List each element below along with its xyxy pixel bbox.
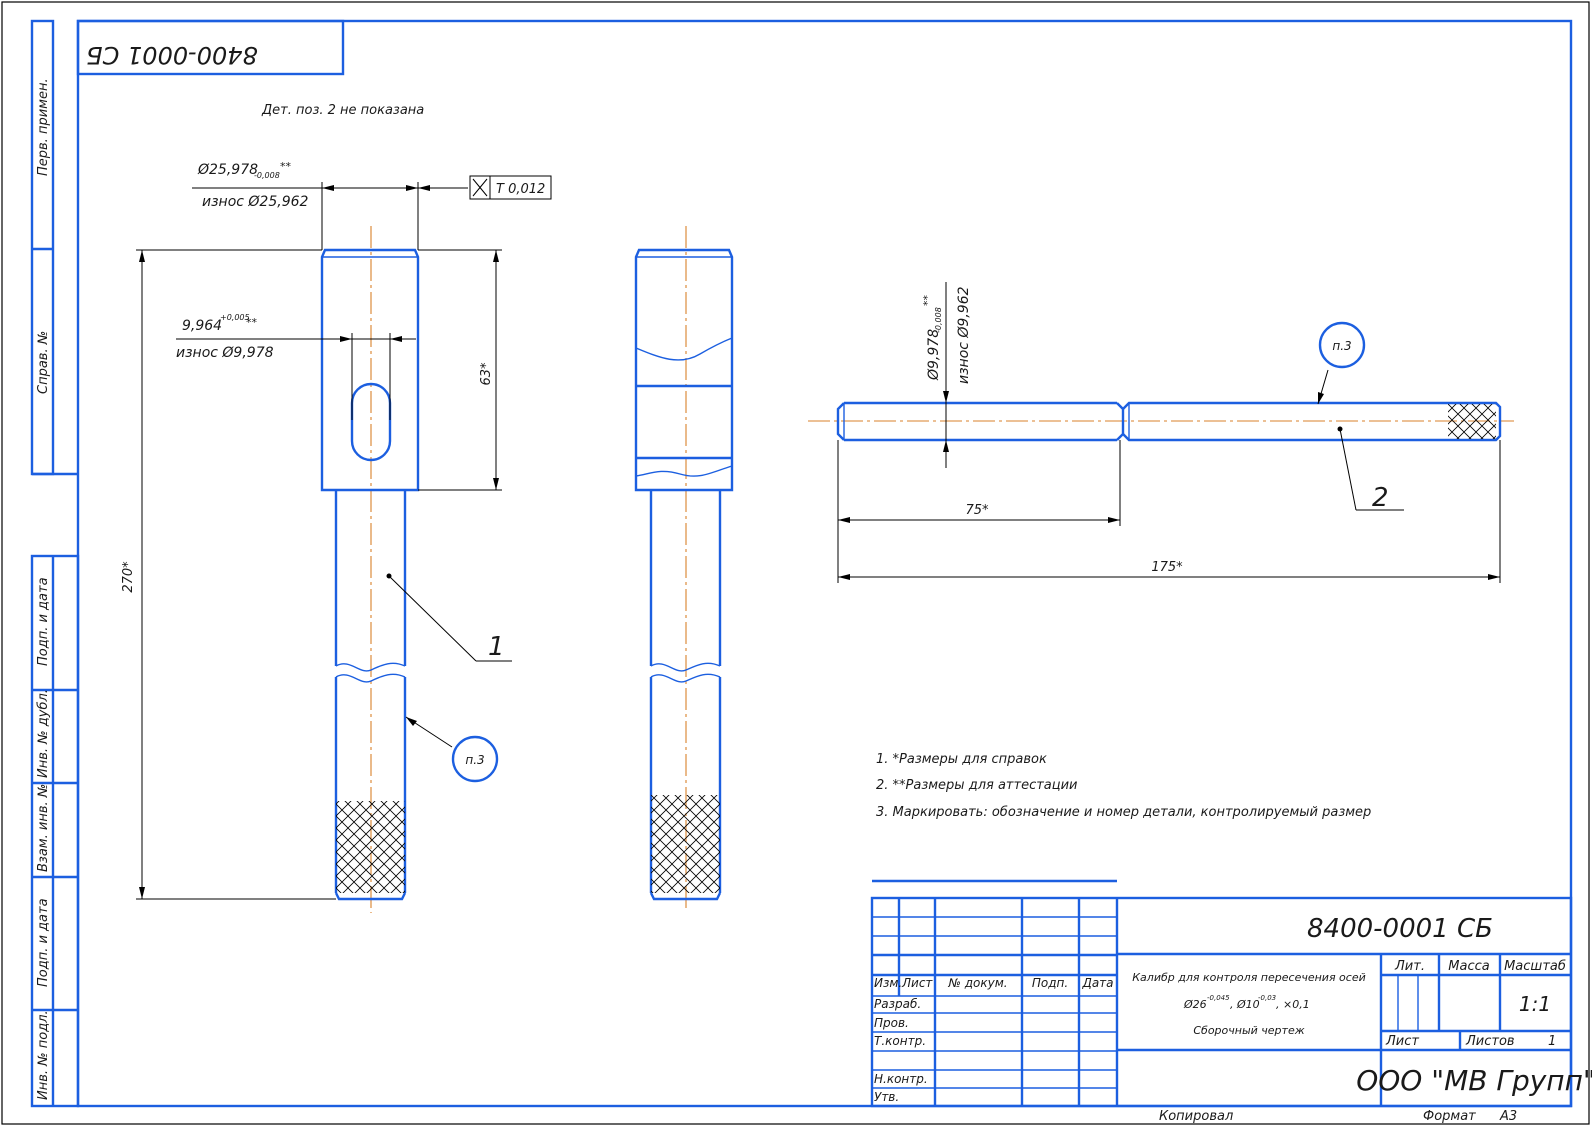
strip-perv-primen: Перв. примен. bbox=[36, 78, 51, 176]
note-not-shown: Дет. поз. 2 не показана bbox=[261, 103, 424, 118]
tb-designation: 8400-0001 СБ bbox=[1307, 914, 1493, 944]
tb-tkontr: Т.контр. bbox=[874, 1034, 926, 1048]
view3-len-175: 175* bbox=[1151, 560, 1183, 575]
view1-wear-outer: износ Ø25,962 bbox=[202, 194, 309, 210]
top-stamp: 8400-0001 СБ bbox=[76, 19, 345, 76]
strip-podp-data-1: Подп. и дата bbox=[36, 577, 51, 666]
view3-callout: п.3 bbox=[1332, 339, 1351, 353]
tb-col-izm: Изм. bbox=[874, 976, 902, 990]
note-1: 1. *Размеры для справок bbox=[876, 752, 1047, 767]
tb-massa: Масса bbox=[1448, 959, 1489, 974]
view1-tolerance-frame: Т 0,012 bbox=[496, 182, 545, 197]
view1-dia-outer: Ø25,978 bbox=[197, 162, 258, 178]
view1-dia-outer-mark: ** bbox=[280, 160, 292, 173]
tb-prov: Пров. bbox=[874, 1016, 909, 1030]
tb-nkontr: Н.контр. bbox=[874, 1072, 928, 1086]
view1-callout-circle bbox=[451, 735, 499, 783]
title-block: Изм. Лист № докум. Подп. Дата Разраб. Пр… bbox=[870, 879, 1592, 1108]
tb-name-line3: Сборочный чертеж bbox=[1193, 1024, 1304, 1037]
view3-callout-circle bbox=[1318, 321, 1366, 369]
tb-col-data: Дата bbox=[1081, 976, 1113, 990]
tb-name-line1: Калибр для контроля пересечения осей bbox=[1132, 971, 1366, 984]
tb-lit: Лит. bbox=[1394, 959, 1425, 974]
tb-name-line2-b: , Ø10 bbox=[1230, 998, 1260, 1011]
tb-col-podp: Подп. bbox=[1032, 976, 1068, 990]
view3-len-75: 75* bbox=[965, 503, 989, 518]
tb-name-line2-c: , ⨯0,1 bbox=[1276, 998, 1310, 1011]
view-3-pin: Ø9,978 -0,008 ** износ Ø9,962 75* 175* 2… bbox=[808, 282, 1514, 583]
view3-pos: 2 bbox=[1372, 483, 1389, 513]
strip-vzam-inv: Взам. инв. № bbox=[36, 784, 51, 872]
strip-podp-data-2: Подп. и дата bbox=[36, 898, 51, 987]
view1-slot-tol: +0,005 bbox=[220, 313, 250, 322]
view3-dia-pin: Ø9,978 bbox=[926, 329, 942, 381]
tb-list-label: Лист bbox=[1385, 1034, 1419, 1049]
view1-pos: 1 bbox=[488, 632, 505, 662]
view1-knurl bbox=[336, 801, 405, 893]
view1-callout: п.3 bbox=[465, 753, 484, 767]
tb-utv: Утв. bbox=[874, 1090, 899, 1104]
tb-listov-label: Листов bbox=[1465, 1034, 1515, 1049]
tb-scale: 1:1 bbox=[1519, 992, 1551, 1016]
tb-company: ООО "МВ Групп" bbox=[1356, 1064, 1592, 1097]
view1-slot-mark: ** bbox=[246, 316, 258, 329]
view1-length-total: 270* bbox=[121, 561, 136, 593]
view3-dia-pin-tol: -0,008 bbox=[934, 307, 943, 333]
note-3: 3. Маркировать: обозначение и номер дета… bbox=[876, 805, 1371, 820]
view3-dia-pin-mark: ** bbox=[921, 295, 934, 307]
technical-notes: 1. *Размеры для справок 2. **Размеры для… bbox=[876, 752, 1371, 820]
tb-name-line2-sup: -0,045 bbox=[1207, 994, 1230, 1002]
view-1-gauge: Т 0,012 Ø25,978 -0,008 ** износ Ø25,962 … bbox=[121, 160, 552, 913]
view3-wear-pin: износ Ø9,962 bbox=[956, 286, 972, 384]
view1-dia-outer-tol: -0,008 bbox=[254, 171, 280, 180]
tb-listov-value: 1 bbox=[1548, 1034, 1556, 1049]
strip-inv-podl: Инв. № подл. bbox=[36, 1010, 51, 1100]
tb-razrab: Разраб. bbox=[874, 997, 921, 1011]
footer-format-label: Формат bbox=[1423, 1109, 1476, 1124]
view1-wear-slot: износ Ø9,978 bbox=[176, 345, 274, 361]
view3-knurl bbox=[1448, 404, 1496, 439]
footer-kopiroval: Копировал bbox=[1159, 1109, 1233, 1124]
top-stamp-text: 8400-0001 СБ bbox=[86, 41, 258, 69]
view-2-section bbox=[634, 226, 734, 911]
view1-slot bbox=[350, 382, 392, 462]
view1-head bbox=[320, 248, 420, 492]
tb-col-docum: № докум. bbox=[947, 976, 1007, 990]
left-strip: Перв. примен. Справ. № Подп. и дата Инв.… bbox=[30, 19, 80, 1108]
note-2: 2. **Размеры для аттестации bbox=[876, 778, 1078, 793]
footer-format-value: А3 bbox=[1499, 1109, 1517, 1124]
tb-masshtab: Масштаб bbox=[1504, 959, 1566, 974]
tb-name-line2: Ø26 bbox=[1183, 998, 1207, 1011]
tb-name-line2-sup-b: -0,03 bbox=[1258, 994, 1276, 1002]
view2-knurl bbox=[651, 795, 720, 893]
view1-length-head: 63* bbox=[479, 362, 494, 386]
strip-inv-dubl: Инв. № дубл. bbox=[36, 689, 51, 778]
tb-col-list: Лист bbox=[901, 976, 933, 990]
view1-slot-width: 9,964 bbox=[182, 318, 222, 334]
strip-sprav-no: Справ. № bbox=[36, 331, 51, 394]
